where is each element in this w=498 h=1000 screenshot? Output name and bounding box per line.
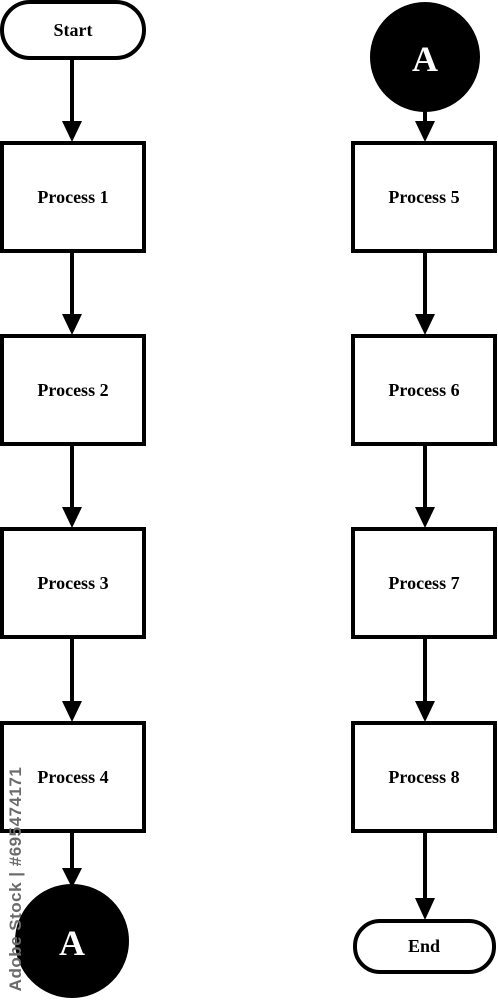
end-terminator: End <box>353 919 496 974</box>
connector-a-off-page: A <box>15 884 129 998</box>
edge-process-2-to-process-3 <box>62 444 82 528</box>
process-6-box: Process 6 <box>351 334 497 446</box>
start-label: Start <box>54 20 93 40</box>
edge-process-8-to-end <box>415 831 435 920</box>
connector-a-on-page-label: A <box>412 39 438 79</box>
start-terminator: Start <box>0 0 146 60</box>
process-4-label: Process 4 <box>37 767 108 787</box>
process-3-label: Process 3 <box>37 573 108 593</box>
edge-start-to-process-1 <box>62 58 82 142</box>
stock-watermark: Adobe Stock | #695474171 <box>4 766 28 992</box>
edge-process-3-to-process-4 <box>62 637 82 722</box>
process-8-label: Process 8 <box>388 767 459 787</box>
process-8-box: Process 8 <box>351 721 497 833</box>
process-2-box: Process 2 <box>0 334 146 446</box>
edge-process-6-to-process-7 <box>415 444 435 528</box>
stock-watermark-text: Adobe Stock | #695474171 <box>6 766 25 992</box>
connector-a-on-page: A <box>370 2 480 112</box>
edge-process-5-to-process-6 <box>415 251 435 335</box>
process-1-box: Process 1 <box>0 141 146 253</box>
edge-process-4-to-connector-a <box>62 831 82 888</box>
process-7-label: Process 7 <box>388 573 459 593</box>
edge-process-1-to-process-2 <box>62 251 82 335</box>
process-7-box: Process 7 <box>351 527 497 639</box>
process-5-label: Process 5 <box>388 187 459 207</box>
process-2-label: Process 2 <box>37 380 108 400</box>
process-4-box: Process 4 <box>0 721 146 833</box>
edge-process-7-to-process-8 <box>415 637 435 722</box>
process-5-box: Process 5 <box>351 141 497 253</box>
process-6-label: Process 6 <box>388 380 459 400</box>
process-3-box: Process 3 <box>0 527 146 639</box>
end-label: End <box>408 936 440 956</box>
edge-connector-a-to-process-5 <box>415 108 435 142</box>
process-1-label: Process 1 <box>37 187 108 207</box>
connector-a-off-page-label: A <box>59 923 85 963</box>
